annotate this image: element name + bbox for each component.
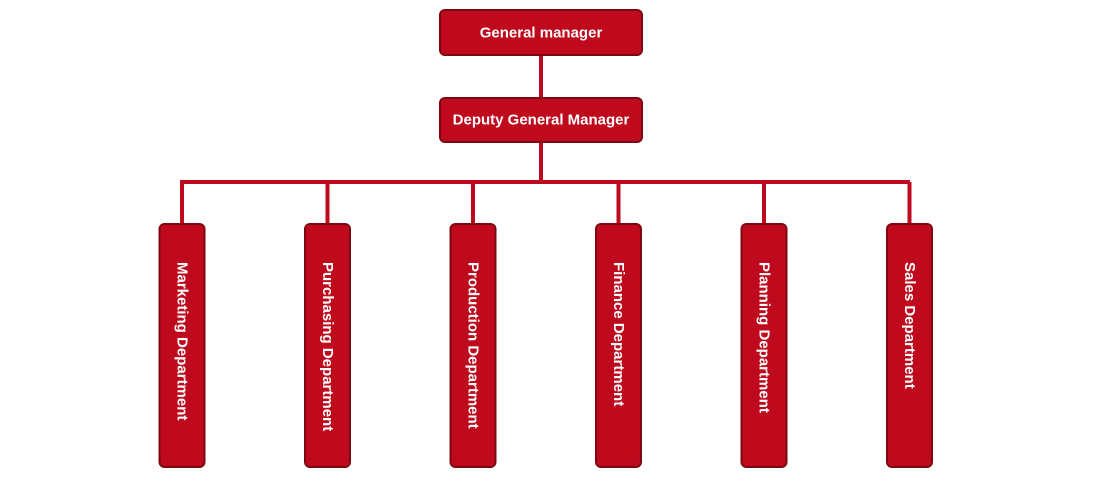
- node-planning-department-label: Planning Department: [756, 262, 773, 413]
- node-production-department: Production Department: [449, 223, 497, 468]
- department-drop-lines: [180, 182, 912, 224]
- node-sales-department: Sales Department: [886, 223, 933, 468]
- node-production-department-label: Production Department: [465, 262, 482, 429]
- node-finance-department: Finance Department: [595, 223, 642, 468]
- node-purchasing-department: Purchasing Department: [304, 223, 351, 468]
- node-marketing-department-label: Marketing Department: [174, 262, 191, 420]
- node-sales-department-label: Sales Department: [901, 262, 918, 389]
- node-general-manager: General manager: [439, 9, 643, 56]
- node-marketing-department: Marketing Department: [158, 223, 206, 468]
- node-purchasing-department-label: Purchasing Department: [319, 262, 336, 431]
- connectors: [180, 55, 912, 224]
- node-finance-department-label: Finance Department: [610, 262, 627, 406]
- node-deputy-general-manager-label: Deputy General Manager: [453, 112, 630, 129]
- node-general-manager-label: General manager: [480, 25, 603, 42]
- department-nodes: Marketing Department Purchasing Departmen…: [158, 223, 933, 468]
- node-planning-department: Planning Department: [740, 223, 788, 468]
- node-deputy-general-manager: Deputy General Manager: [439, 97, 643, 143]
